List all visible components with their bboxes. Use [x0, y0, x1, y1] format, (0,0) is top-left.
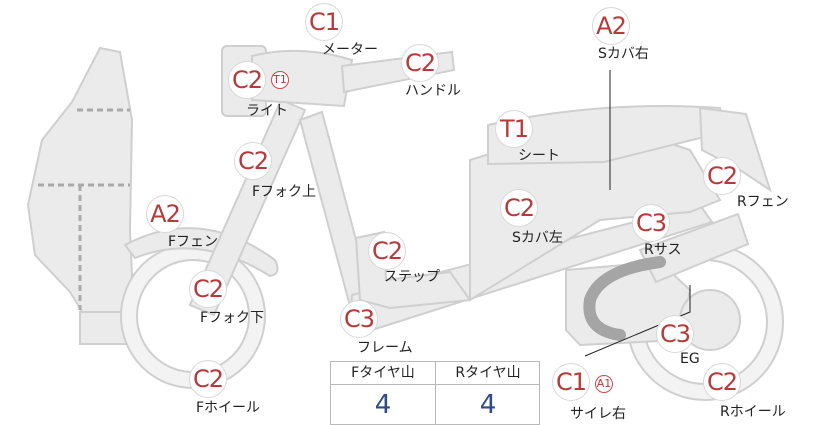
f-fork-upper-label: Fフォク上 — [252, 184, 317, 200]
rear-tread-value: 4 — [479, 390, 497, 420]
muffler-right-grade: C1 — [552, 363, 590, 401]
rear-tail — [698, 106, 772, 193]
f-fender-label: Fフェン — [168, 234, 219, 250]
muffler-right-sub-grade: A1 — [595, 375, 613, 393]
light-label: ライト — [246, 103, 288, 119]
step-grade: C2 — [368, 232, 406, 270]
front-fork — [188, 98, 307, 317]
f-wheel-grade: C2 — [189, 360, 227, 398]
muffler-right-label: サイレ右 — [570, 406, 626, 422]
meter-housing — [251, 49, 354, 108]
f-wheel-label: Fホイール — [196, 400, 261, 416]
frame-grade: C3 — [340, 300, 378, 338]
leader-muffler — [584, 285, 691, 357]
engine-label: EG — [680, 351, 700, 367]
s-cover-left-grade: C2 — [500, 189, 538, 227]
r-wheel-label: Rホイール — [720, 404, 786, 420]
light-sub-grade: T1 — [271, 71, 289, 89]
engine-grade: C3 — [656, 315, 694, 353]
r-fender-label: Rフェン — [737, 194, 789, 210]
step-label: ステップ — [384, 269, 440, 285]
s-cover-right-grade: A2 — [592, 7, 630, 45]
s-cover-right-label: Sカバ右 — [598, 46, 649, 62]
f-fender-grade: A2 — [146, 195, 184, 233]
muffler — [584, 256, 666, 306]
table-divider — [435, 362, 436, 424]
meter-grade: C1 — [305, 3, 343, 41]
r-suspension-label: Rサス — [644, 242, 682, 258]
rear-tread-header: Rタイヤ山 — [455, 365, 521, 381]
tire-tread-table: Fタイヤ山 Rタイヤ山 4 4 — [330, 361, 540, 425]
s-cover-left-label: Sカバ左 — [512, 230, 563, 246]
handle-grade: C2 — [401, 44, 439, 82]
meter-label: メーター — [322, 42, 378, 58]
handle-label: ハンドル — [405, 83, 461, 99]
r-fender-grade: C2 — [703, 157, 741, 195]
f-fork-lower-label: Fフォク下 — [200, 310, 265, 326]
seat-label: シート — [518, 148, 560, 164]
front-tread-value: 4 — [374, 390, 392, 420]
r-wheel-grade: C2 — [703, 363, 741, 401]
f-fork-upper-grade: C2 — [234, 142, 272, 180]
r-suspension-grade: C3 — [632, 204, 670, 242]
f-fork-lower-grade: C2 — [189, 270, 227, 308]
rear-shock — [638, 212, 750, 284]
seat-grade: T1 — [495, 110, 533, 148]
front-tread-header: Fタイヤ山 — [351, 365, 415, 381]
light-grade: C2 — [228, 61, 266, 99]
frame-label: フレーム — [357, 340, 413, 356]
